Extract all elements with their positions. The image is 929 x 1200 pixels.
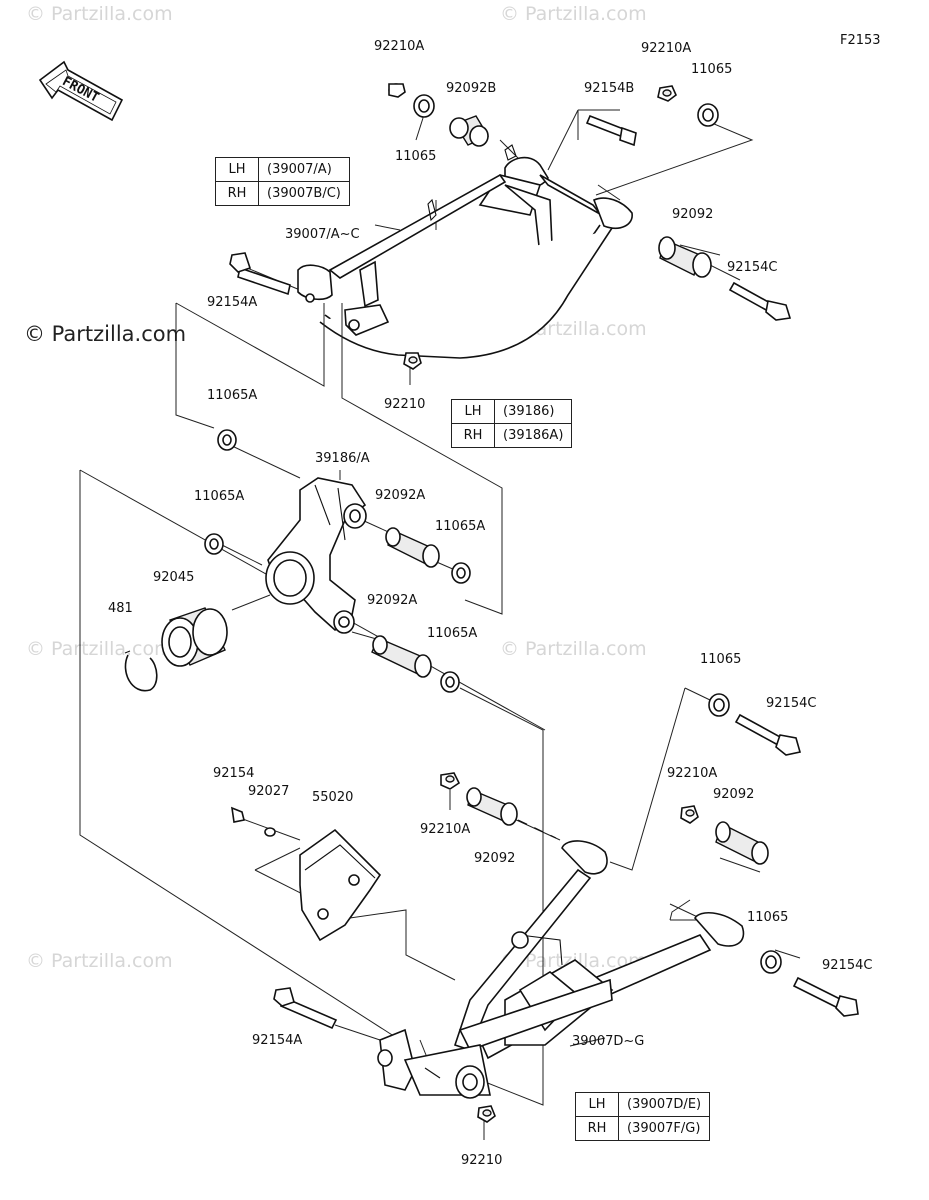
table-cell-side: RH: [451, 423, 495, 448]
front-arrow-icon: FRONT: [38, 60, 124, 122]
label-92210A: 92210A: [420, 822, 470, 837]
label-92154A: 92154A: [252, 1033, 302, 1048]
label-92027: 92027: [248, 784, 289, 799]
knuckle-assembly: [79, 302, 546, 1106]
table-cell-side: LH: [451, 399, 495, 424]
table-cell-side: RH: [575, 1116, 619, 1141]
table-cell-part: (39007B/C): [258, 181, 350, 206]
label-92045: 92045: [153, 570, 194, 585]
label-481: 481: [108, 601, 133, 616]
table-cell-side: LH: [215, 157, 259, 182]
table-row: LH (39007/A): [215, 157, 350, 182]
label-92092: 92092: [713, 787, 754, 802]
label-92210A: 92210A: [641, 41, 691, 56]
label-11065A: 11065A: [435, 519, 485, 534]
label-92210: 92210: [384, 397, 425, 412]
label-92210: 92210: [461, 1153, 502, 1168]
label-92092A: 92092A: [367, 593, 417, 608]
table-cell-side: LH: [575, 1092, 619, 1117]
table-cell-side: RH: [215, 181, 259, 206]
label-11065A: 11065A: [427, 626, 477, 641]
label-92210A: 92210A: [667, 766, 717, 781]
label-11065: 11065: [395, 149, 436, 164]
watermark: © Partzilla.com: [26, 3, 173, 25]
table-row: LH (39186): [451, 399, 573, 424]
label-92154C: 92154C: [822, 958, 872, 973]
table-cell-part: (39007F/G): [617, 1116, 711, 1141]
label-92092: 92092: [474, 851, 515, 866]
label-39186-a: 39186/A: [315, 451, 370, 466]
label-92154C: 92154C: [766, 696, 816, 711]
label-92092B: 92092B: [446, 81, 496, 96]
label-92154A: 92154A: [207, 295, 257, 310]
table-row: LH (39007D/E): [575, 1092, 711, 1117]
label-92154: 92154: [213, 766, 254, 781]
watermark-dark: © Partzilla.com: [24, 322, 186, 346]
table-cell-part: (39186): [493, 399, 573, 424]
label-92154B: 92154B: [584, 81, 634, 96]
label-92092A: 92092A: [375, 488, 425, 503]
upper-arm-side-table: LH (39007/A) RH (39007B/C): [215, 157, 350, 206]
table-cell-part: (39007/A): [258, 157, 350, 182]
watermark: © Partzilla.com: [26, 950, 173, 972]
watermark: © Partzilla.com: [500, 638, 647, 660]
table-row: RH (39007B/C): [215, 181, 350, 206]
table-row: RH (39186A): [451, 423, 573, 448]
label-11065: 11065: [691, 62, 732, 77]
part-labels: 92210A 11065 92092B 92210A 11065 92154B …: [108, 39, 872, 1168]
table-row: RH (39007F/G): [575, 1116, 711, 1141]
upper-arm-assembly: [229, 83, 792, 385]
figure-code: F2153: [840, 33, 881, 48]
label-55020: 55020: [312, 790, 353, 805]
label-11065: 11065: [700, 652, 741, 667]
label-11065: 11065: [747, 910, 788, 925]
label-39007-a-c: 39007/A~C: [285, 227, 360, 242]
watermark: © Partzilla.com: [26, 638, 173, 660]
lower-arm-assembly: [231, 687, 859, 1140]
label-11065A: 11065A: [207, 388, 257, 403]
label-92092: 92092: [672, 207, 713, 222]
watermark: © Partzilla.com: [500, 3, 647, 25]
label-92154C: 92154C: [727, 260, 777, 275]
label-11065A: 11065A: [194, 489, 244, 504]
table-cell-part: (39186A): [493, 423, 573, 448]
label-39007D-G: 39007D~G: [572, 1034, 644, 1049]
lower-arm-side-table: LH (39007D/E) RH (39007F/G): [575, 1092, 711, 1141]
label-92210A: 92210A: [374, 39, 424, 54]
table-cell-part: (39007D/E): [617, 1092, 711, 1117]
knuckle-side-table: LH (39186) RH (39186A): [451, 399, 573, 448]
